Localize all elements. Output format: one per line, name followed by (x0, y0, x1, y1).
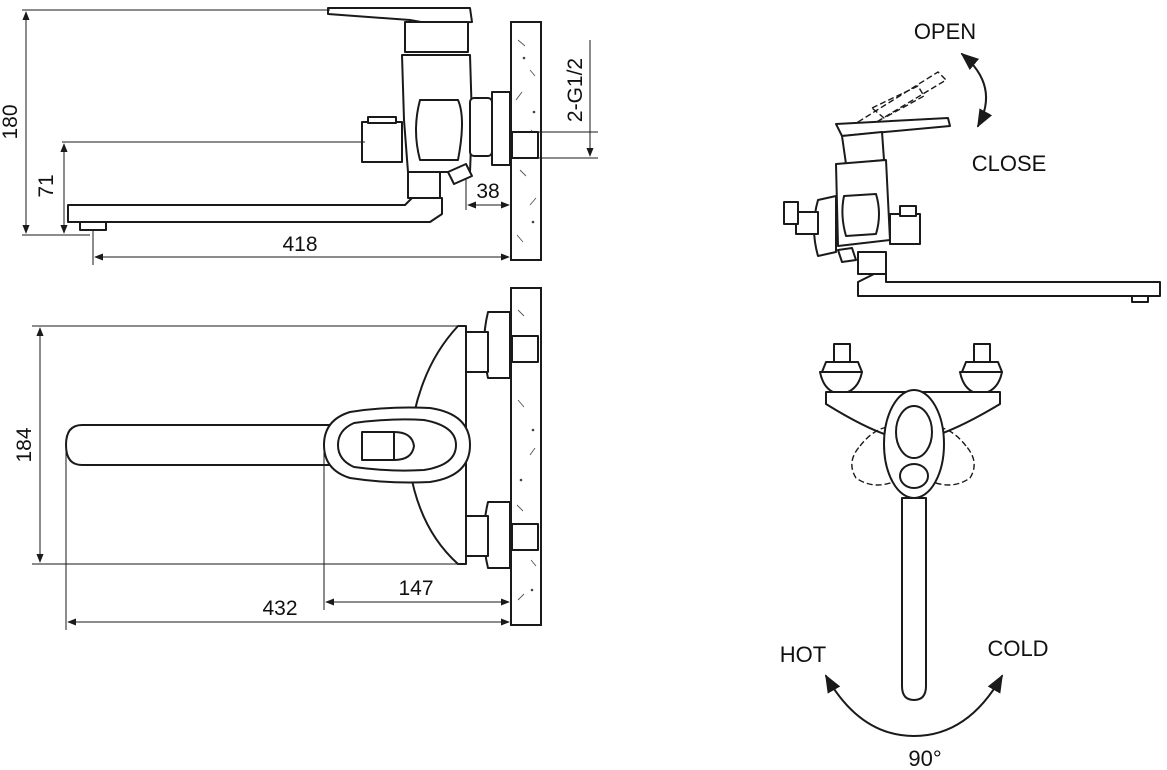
cartridge-front (841, 131, 885, 165)
cartridge-neck (404, 21, 469, 53)
inlet-left-top (833, 343, 851, 363)
spout-swivel (407, 171, 441, 199)
label-rotation-angle: 90° (908, 746, 941, 770)
lever-closed-position (835, 117, 951, 137)
open-close-view: OPEN CLOSE (783, 19, 1161, 303)
dim-lever-length: 147 (398, 577, 433, 600)
dim-body-width: 184 (13, 427, 36, 462)
dim-thread: 2-G1/2 (564, 58, 587, 122)
dim-height-total: 180 (0, 104, 22, 139)
inlet-right-top (973, 343, 991, 363)
side-view: 180 71 418 38 2-G1/2 (0, 7, 598, 265)
spout-top-center (901, 497, 927, 701)
aerator-side (79, 221, 107, 231)
lever-cap (361, 431, 395, 461)
spout-front-side (857, 273, 1161, 297)
body-front-recess (415, 99, 463, 161)
eccentric-nut (469, 97, 493, 157)
open-close-arrow (960, 52, 993, 128)
fitting-right-front (889, 213, 921, 245)
top-view: 184 147 432 (13, 287, 542, 630)
dim-spout-reach: 418 (282, 233, 317, 256)
label-open: OPEN (914, 19, 976, 44)
diverter-knob (447, 163, 473, 185)
dim-spout-height: 71 (35, 174, 58, 197)
label-close: CLOSE (972, 151, 1047, 176)
label-hot: HOT (780, 642, 826, 667)
dim-wall-offset: 38 (476, 180, 499, 203)
label-cold: COLD (987, 636, 1048, 661)
connector-left (361, 121, 403, 163)
wall-fitting (511, 131, 539, 159)
dim-total-length: 432 (262, 597, 297, 620)
inlet-upper (511, 335, 539, 363)
spout-side (67, 197, 443, 223)
rotation-arrow (825, 674, 1003, 737)
flange-front (813, 195, 837, 257)
inlet-lower (511, 523, 539, 551)
spout-top (65, 424, 341, 466)
mixer-body-front (835, 159, 891, 247)
hot-cold-view: HOT COLD 90° (780, 343, 1049, 770)
